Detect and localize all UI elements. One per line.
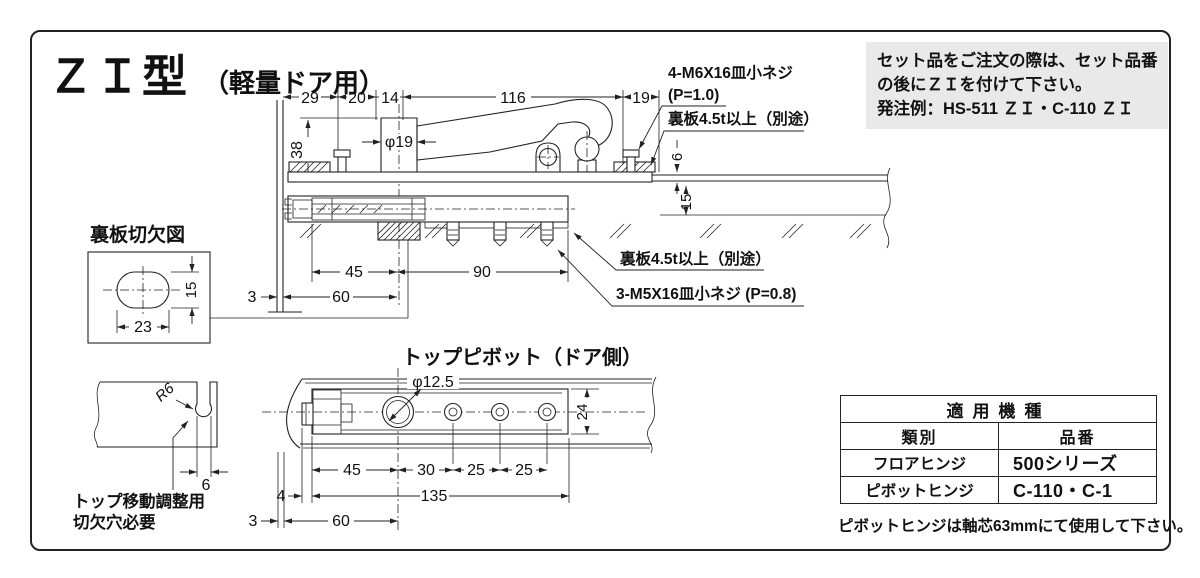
dim-14: 14	[381, 90, 399, 107]
cutout-dim-23: 23	[134, 319, 152, 336]
dim-20: 20	[348, 90, 366, 107]
col-header-type: 類別	[840, 422, 999, 450]
notch-r6: R6	[152, 379, 178, 405]
cutout-hatch-block	[377, 221, 421, 241]
dim-25b: 25	[515, 462, 533, 479]
backplate-cutout-diagram: 裏板切欠図 15 23	[87, 223, 409, 344]
cutout-title: 裏板切欠図	[89, 223, 185, 246]
ann-m6-pitch: (P=1.0)	[668, 87, 719, 104]
order-note-line3: 発注例：HS-511 ＺＩ・C-110 ＺＩ	[877, 100, 1134, 119]
table-header-row: 適用機種	[840, 395, 1157, 423]
backplate-hatch-left	[288, 161, 331, 173]
applicable-models-table: 適用機種 類別 品番 フロアヒンジ 500シリーズ ピボットヒンジ C-110・…	[840, 395, 1157, 504]
dim-38: 38	[289, 141, 306, 159]
ann-backplate-top: 裏板4.5t以上（別途）	[667, 109, 819, 128]
dim-4: 4	[277, 488, 286, 505]
door-side-section	[282, 195, 575, 229]
model-subtitle: （軽量ドア用）	[203, 68, 386, 98]
model-name: ＺＩ型	[48, 51, 190, 102]
order-note-line2: の後にＺＩを付けて下さい。	[877, 76, 1092, 95]
dim-15-depth: 15	[678, 194, 695, 211]
dim-116: 116	[500, 90, 526, 107]
row-value-floor-hinge: 500シリーズ	[998, 449, 1157, 477]
order-note-box: セット品をご注文の際は、セット品番 の後にＺＩを付けて下さい。 発注例：HS-5…	[866, 42, 1168, 130]
dim-3-upper: 3	[248, 289, 257, 306]
dim-19: 19	[632, 90, 650, 107]
ball-stud	[574, 131, 600, 178]
dim-phi125: φ12.5	[412, 374, 454, 391]
mounting-plate	[287, 171, 653, 183]
dim-phi19: φ19	[385, 134, 413, 151]
dim-90-upper: 90	[473, 264, 491, 281]
link-eye	[535, 142, 561, 173]
notched-plate	[97, 381, 218, 448]
dim-45-upper: 45	[345, 264, 363, 281]
dim-30: 30	[417, 462, 435, 479]
ann-backplate-bottom: 裏板4.5t以上（別途）	[619, 249, 771, 268]
m5-screws	[446, 221, 554, 247]
notch-note-1: トップ移動調整用	[73, 491, 205, 511]
ann-m6-screw: 4-M6X16皿小ネジ	[668, 64, 793, 82]
pivot-title: トップピボット（ドア側）	[402, 346, 642, 369]
dim-60-upper: 60	[332, 289, 350, 306]
table-row: フロアヒンジ 500シリーズ	[840, 449, 1157, 477]
screw-left	[333, 149, 351, 173]
table-row: ピボットヒンジ C-110・C-1	[840, 476, 1157, 504]
dim-6-gap: 6	[669, 153, 686, 161]
notch-note-2: 切欠穴必要	[73, 512, 156, 532]
table-title: 適用機種	[840, 395, 1157, 423]
ann-m5-screw: 3-M5X16皿小ネジ (P=0.8)	[616, 285, 796, 303]
dim-45-lower: 45	[343, 462, 361, 479]
notch-dim-6: 6	[202, 477, 211, 494]
break-line-left	[93, 381, 101, 448]
top-pivot-drawing: トップピボット（ドア側） φ12.5	[249, 346, 657, 532]
dim-25a: 25	[467, 462, 485, 479]
notch-diagram: R6 6 トップ移動調整用 切欠穴必要	[73, 379, 228, 532]
table-subheader-row: 類別 品番	[840, 422, 1157, 450]
table-footnote: ピボットヒンジは軸芯63mmにて使用して下さい。	[838, 518, 1193, 535]
order-note-line1: セット品をご注文の際は、セット品番	[877, 52, 1158, 70]
page-title: ＺＩ型 （軽量ドア用）	[48, 40, 385, 105]
row-value-pivot-hinge: C-110・C-1	[998, 476, 1157, 504]
pivot-plate	[311, 388, 569, 435]
col-header-number: 品番	[998, 422, 1157, 450]
door-edge-arc	[286, 378, 303, 449]
frame-side-drawing: 29 20 14 116 19 38	[248, 64, 891, 313]
dim-29: 29	[301, 90, 319, 107]
break-line-right	[883, 167, 891, 249]
dim-60-lower: 60	[332, 513, 350, 530]
break-line	[647, 376, 657, 454]
dim-135: 135	[421, 488, 448, 505]
row-label-pivot-hinge: ピボットヒンジ	[840, 476, 999, 504]
dim-24: 24	[574, 404, 591, 421]
cutout-dim-15: 15	[183, 282, 200, 299]
dim-3-lower: 3	[249, 513, 258, 530]
row-label-floor-hinge: フロアヒンジ	[840, 449, 999, 477]
